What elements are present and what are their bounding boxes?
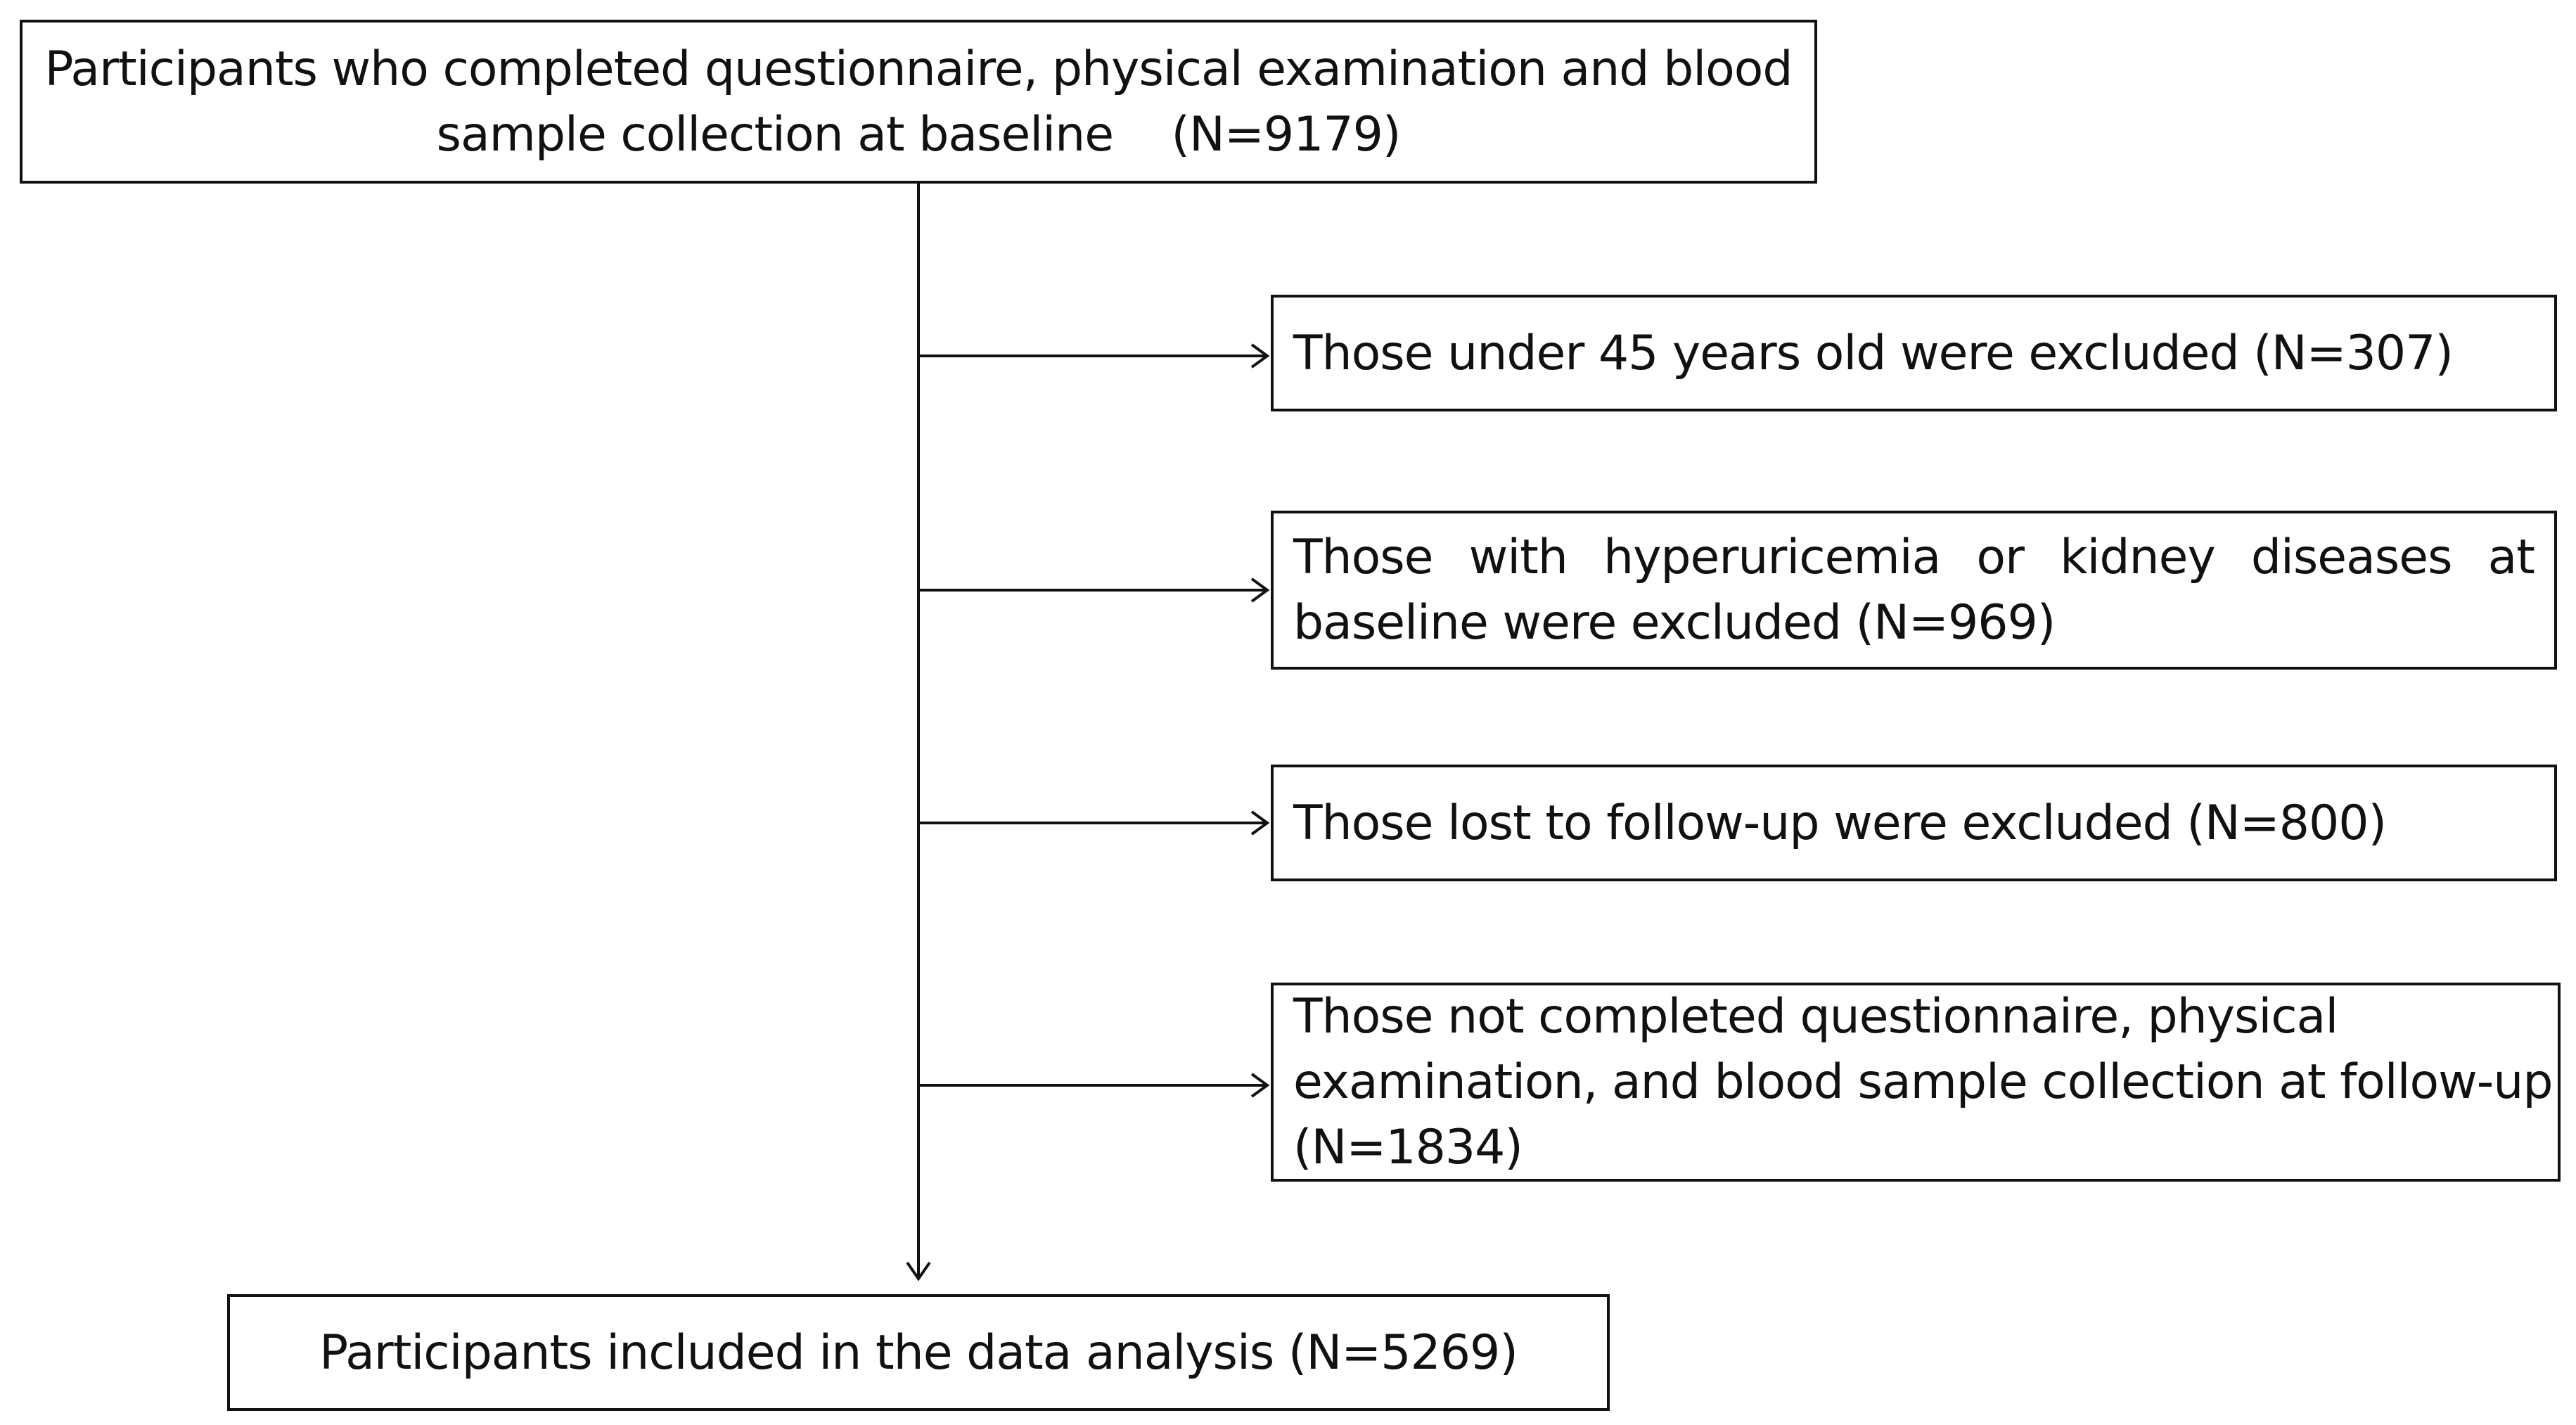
exclusion-arrowhead-4 bbox=[1250, 1073, 1270, 1098]
exclusion-age-text: Those under 45 years old were excluded (… bbox=[1293, 325, 2454, 381]
exclusion-box-incomplete-follow-up: Those not completed questionnaire, physi… bbox=[1271, 983, 2561, 1182]
analysis-participants-box: Participants included in the data analys… bbox=[227, 1294, 1610, 1411]
exclusion-incomplete-line-1: Those not completed questionnaire, physi… bbox=[1293, 989, 2338, 1044]
baseline-line-1: Participants who completed questionnaire… bbox=[44, 41, 1793, 97]
word: Those bbox=[1293, 530, 1434, 585]
word: or bbox=[1976, 530, 2025, 585]
word: with bbox=[1468, 530, 1568, 585]
exclusion-box-hyperuricemia: Those with hyperuricemia or kidney disea… bbox=[1271, 511, 2557, 670]
exclusion-hyperuricemia-line-1: Those with hyperuricemia or kidney disea… bbox=[1293, 525, 2535, 590]
analysis-line-1: Participants included in the data analys… bbox=[319, 1324, 1518, 1381]
exclusion-arrowhead-1 bbox=[1250, 343, 1270, 369]
exclusion-incomplete-line-3: (N=1834) bbox=[1293, 1120, 1523, 1175]
exclusion-box-age: Those under 45 years old were excluded (… bbox=[1271, 295, 2557, 411]
exclusion-box-lost-follow-up: Those lost to follow-up were excluded (N… bbox=[1271, 765, 2557, 881]
word: at bbox=[2487, 530, 2535, 585]
exclusion-incomplete-line-2: examination, and blood sample collection… bbox=[1293, 1054, 2553, 1110]
word: diseases bbox=[2250, 530, 2453, 585]
word: kidney bbox=[2060, 530, 2216, 585]
exclusion-arrowhead-2 bbox=[1250, 577, 1270, 603]
exclusion-arrowhead-3 bbox=[1250, 810, 1270, 836]
word: hyperuricemia bbox=[1603, 530, 1941, 585]
exclusion-hyperuricemia-line-2: baseline were excluded (N=969) bbox=[1293, 595, 2056, 651]
main-vertical-arrowhead bbox=[906, 1261, 931, 1282]
exclusion-lost-text: Those lost to follow-up were excluded (N… bbox=[1293, 795, 2387, 851]
baseline-participants-box: Participants who completed questionnaire… bbox=[20, 20, 1817, 184]
baseline-line-2: sample collection at baseline (N=9179) bbox=[436, 106, 1402, 162]
